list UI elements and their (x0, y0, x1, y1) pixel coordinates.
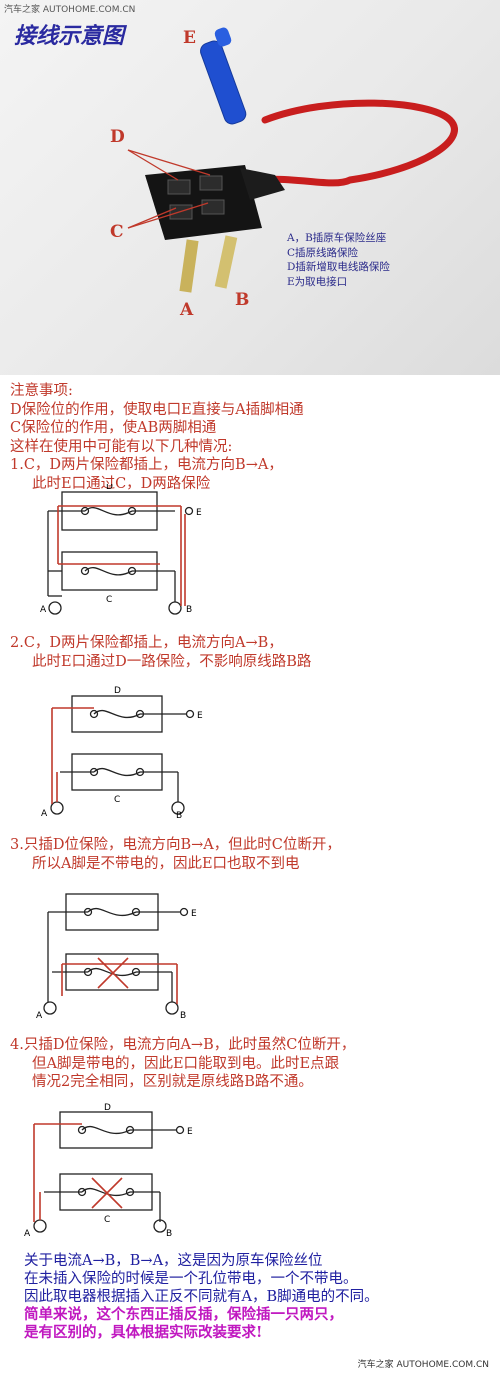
legend-line: A，B插原车保险丝座 (287, 232, 387, 244)
diagram-1-label-c: C (106, 595, 112, 605)
diagram-4-label-e: E (187, 1127, 193, 1137)
legend-line: D插新增取电线路保险 (287, 261, 390, 273)
diagram-2-label-b: B (176, 811, 182, 821)
label-c: C (110, 222, 124, 242)
bottom-watermark: 汽车之家 AUTOHOME.COM.CN (354, 1356, 492, 1371)
diagram-3-label-a: A (36, 1011, 43, 1021)
footer-summary-line: 是有区别的，具体根据实际改装要求! (24, 1324, 263, 1341)
case-2-text: 2.C，D两片保险都插上，电流方向A→B， 此时E口通过D一路保险，不影响原线路… (10, 634, 311, 671)
label-b: B (235, 290, 250, 310)
diagram-3-label-b: B (180, 1011, 186, 1021)
diagram-1-label-e: E (196, 508, 202, 518)
footer-line: 关于电流A→B，B→A，这是因为原车保险丝位 (24, 1253, 323, 1269)
diagram-1-label-a: A (40, 605, 47, 615)
case-2-line: 2.C，D两片保险都插上，电流方向A→B， (10, 635, 283, 651)
case-1-line: 1.C，D两片保险都插上，电流方向B→A， (10, 457, 283, 473)
diagram-4-label-c: C (104, 1215, 110, 1225)
case-3-line: 3.只插D位保险，电流方向B→A，但此时C位断开， (10, 837, 341, 853)
footer-summary: 简单来说，这个东西正插反插，保险插一只两只， 是有区别的，具体根据实际改装要求! (24, 1306, 343, 1342)
circuit-diagram-3: E A B (36, 893, 197, 1021)
circuit-diagram-1: D C E A B (40, 484, 202, 615)
fuse-tap-photo-drawing (127, 27, 458, 293)
case-4-line: 但A脚是带电的，因此E口能取到电。此时E点跟 (32, 1055, 340, 1072)
notes-line: C保险位的作用，使AB两脚相通 (10, 420, 217, 436)
legend-line: E为取电接口 (287, 275, 348, 288)
label-d: D (110, 127, 125, 147)
notes-line: D保险位的作用，使取电口E直接与A插脚相通 (10, 401, 304, 418)
product-photo: 汽车之家 AUTOHOME.COM.CN 接线示意图 E D C A B A，B… (0, 0, 500, 375)
footer-summary-line: 简单来说，这个东西正插反插，保险插一只两只， (24, 1306, 343, 1323)
case-3-text: 3.只插D位保险，电流方向B→A，但此时C位断开， 所以A脚是不带电的，因此E口… (10, 836, 341, 873)
diagram-4-label-d: D (104, 1103, 111, 1113)
case-1-line: 此时E口通过C，D两路保险 (32, 475, 211, 492)
page-title: 接线示意图 (14, 23, 125, 49)
case-4-line: 4.只插D位保险，电流方向A→B，此时虽然C位断开， (10, 1037, 356, 1053)
diagram-2-label-c: C (114, 795, 120, 805)
diagram-1-label-b: B (186, 605, 192, 615)
diagram-2-label-d: D (114, 686, 121, 696)
diagram-1-label-d: D (106, 484, 113, 492)
circuit-diagram-4: D C E A B (24, 1103, 193, 1239)
label-a: A (180, 300, 194, 320)
footer-line: 因此取电器根据插入正反不同就有A，B脚通电的不同。 (24, 1289, 379, 1305)
notes-line: 这样在使用中可能有以下几种情况: (10, 438, 233, 455)
footer-line: 在未插入保险的时候是一个孔位带电，一个不带电。 (24, 1271, 358, 1287)
diagram-2-label-e: E (197, 711, 203, 721)
case-2-line: 此时E口通过D一路保险，不影响原线路B路 (32, 653, 312, 670)
diagram-2-label-a: A (41, 809, 48, 819)
legend-line: C插原线路保险 (287, 246, 359, 259)
diagram-4-label-b: B (166, 1229, 172, 1239)
circuit-diagram-2: D C E A B (41, 686, 203, 821)
notes-heading: 注意事项: (10, 383, 73, 399)
footer-explanation: 关于电流A→B，B→A，这是因为原车保险丝位 在未插入保险的时候是一个孔位带电，… (24, 1252, 379, 1306)
label-e: E (183, 28, 196, 48)
case-3-line: 所以A脚是不带电的，因此E口也取不到电 (32, 855, 300, 872)
diagram-3-label-e: E (191, 909, 197, 919)
notes-block: 注意事项: D保险位的作用，使取电口E直接与A插脚相通 C保险位的作用，使AB两… (10, 382, 304, 493)
case-4-line: 情况2完全相同，区别就是原线路B路不通。 (32, 1074, 313, 1090)
photo-legend: A，B插原车保险丝座 C插原线路保险 D插新增取电线路保险 E为取电接口 (287, 231, 390, 289)
top-watermark: 汽车之家 AUTOHOME.COM.CN (4, 5, 136, 15)
case-4-text: 4.只插D位保险，电流方向A→B，此时虽然C位断开， 但A脚是带电的，因此E口能… (10, 1036, 355, 1092)
diagram-4-label-a: A (24, 1229, 31, 1239)
